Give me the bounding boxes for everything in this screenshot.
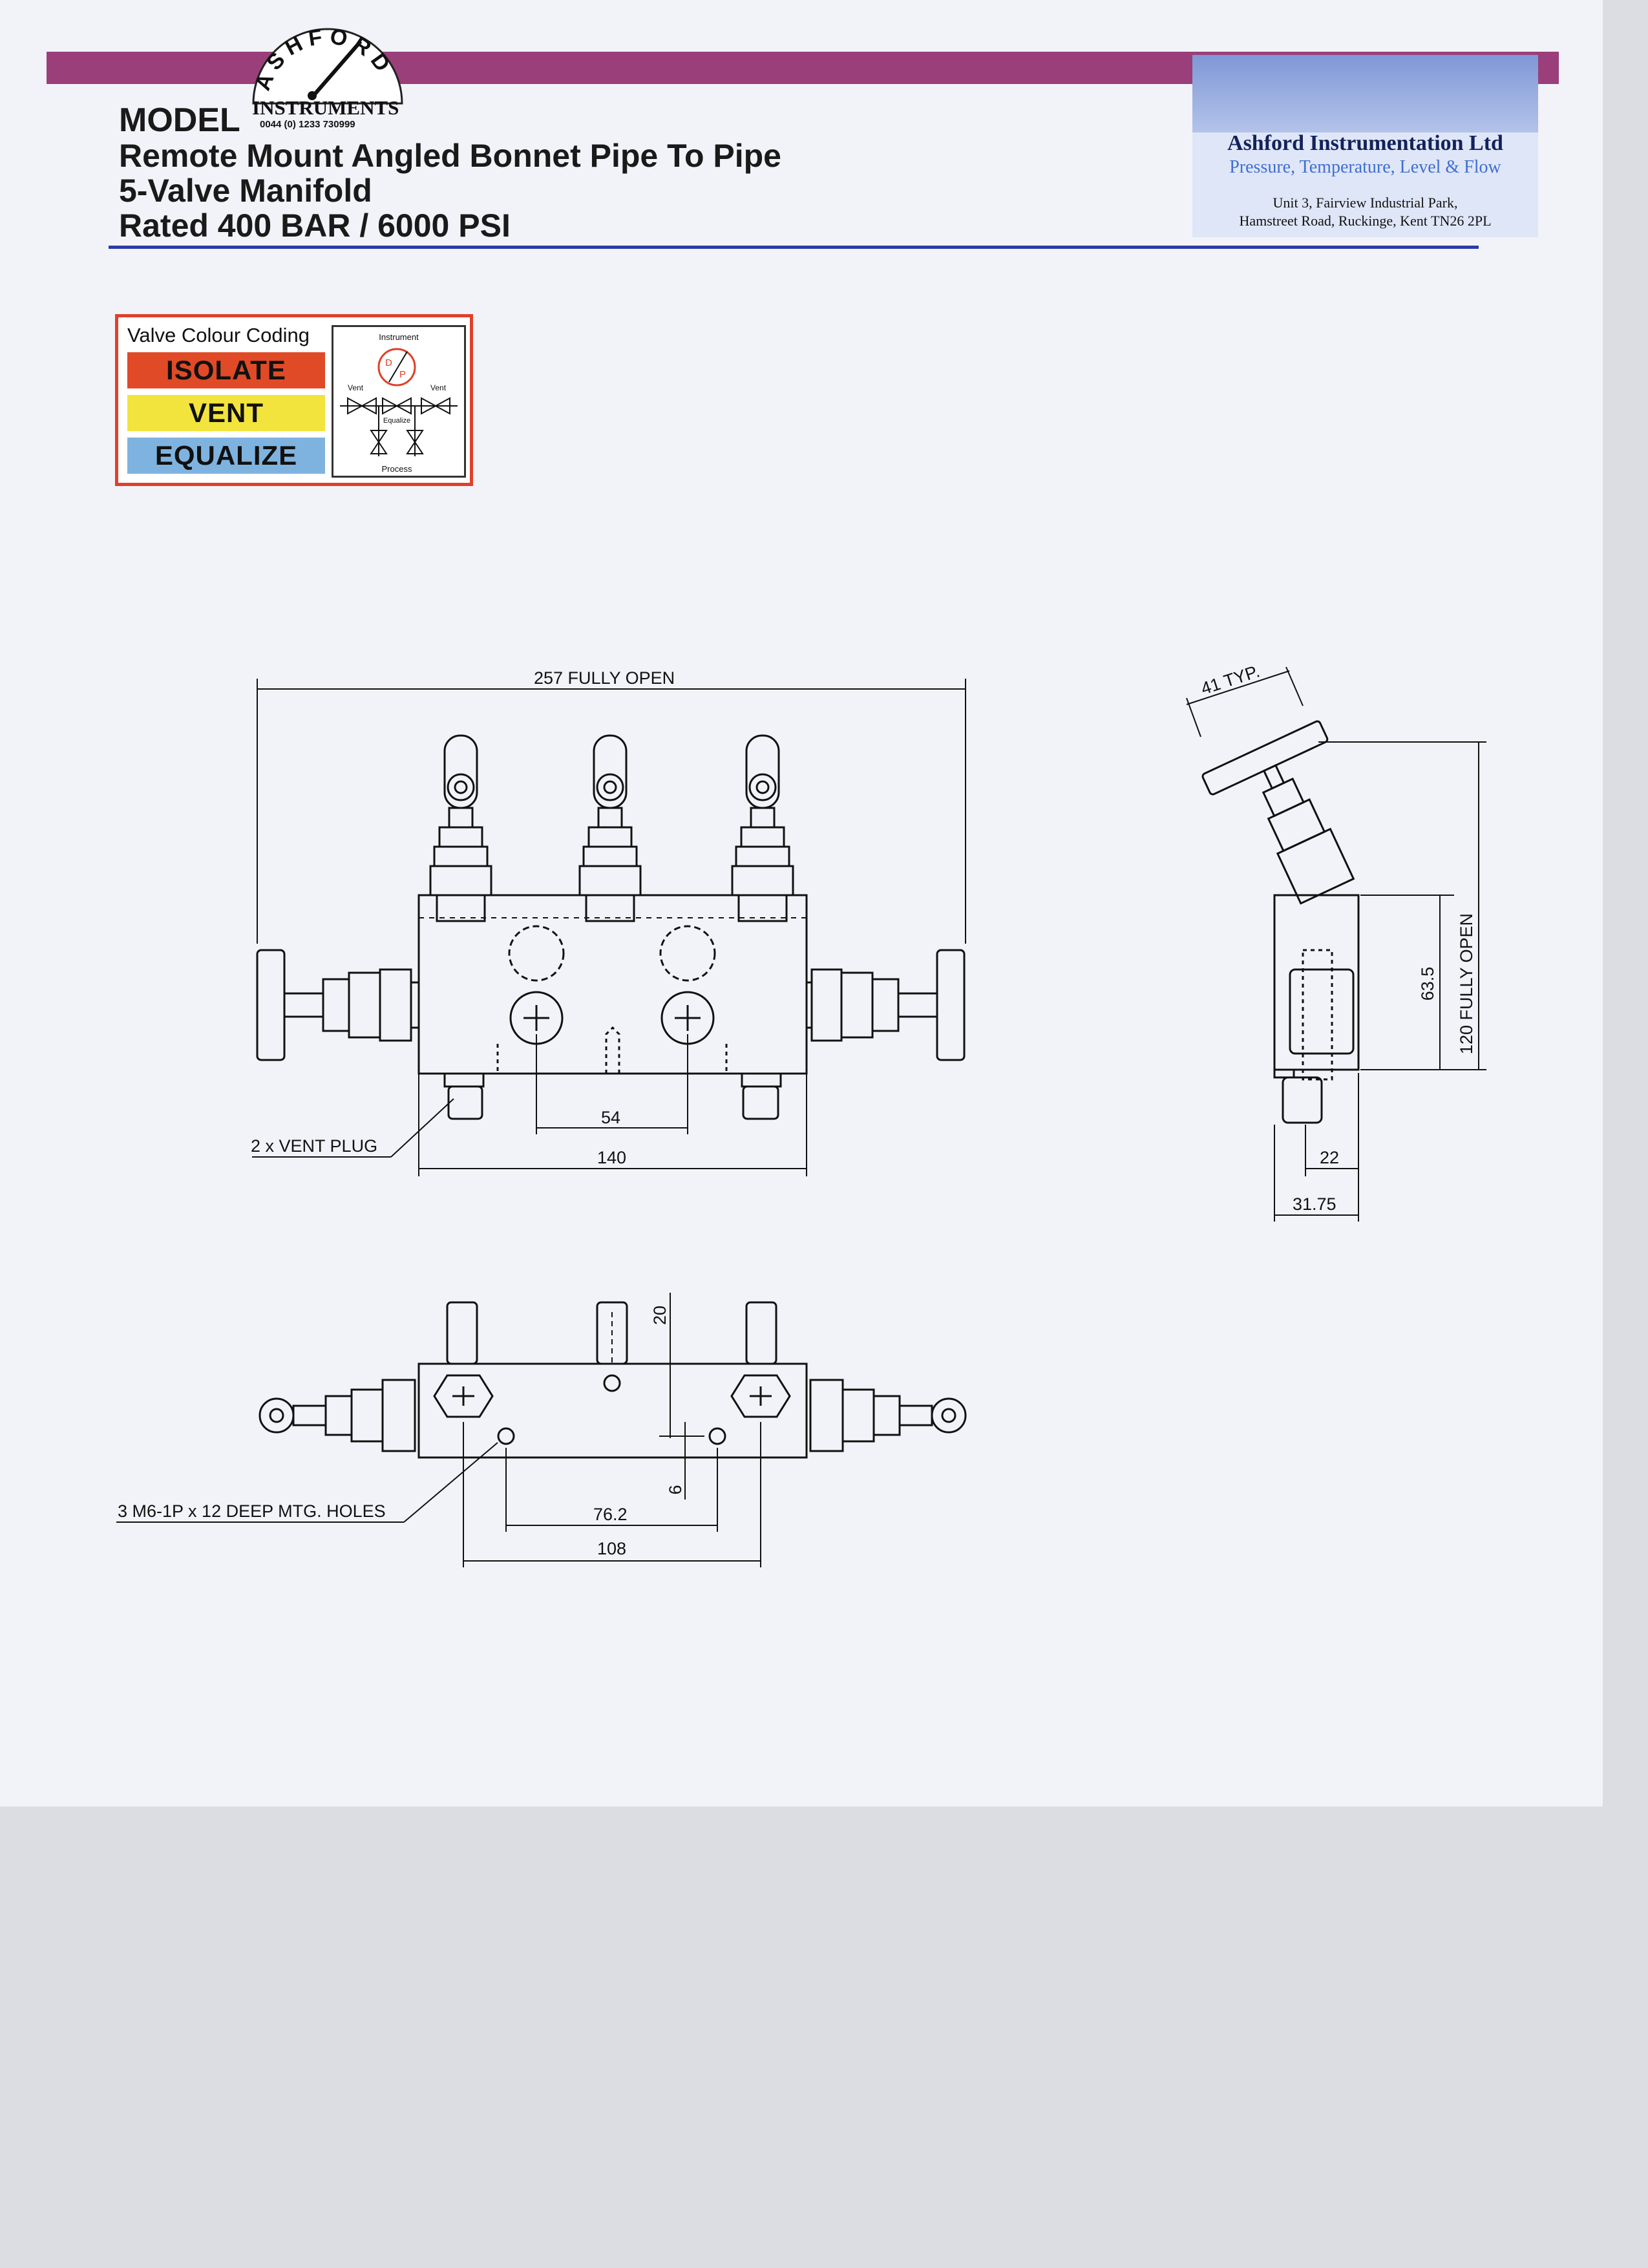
company-name: Ashford Instrumentation Ltd [1227, 131, 1503, 155]
top-valve-2 [578, 734, 642, 922]
left-side-valve [256, 949, 420, 1061]
top-valve-3 [731, 734, 794, 922]
valve-schematic: Instrument D P Vent Vent Equalize Proces… [332, 325, 466, 478]
dim-body-height: 63.5 [1418, 967, 1437, 1001]
side-elevation [1201, 720, 1360, 1124]
dim-plan-762: 76.2 [593, 1505, 628, 1524]
schematic-vent-right: Vent [430, 383, 447, 392]
company-address-2: Hamstreet Road, Ruckinge, Kent TN26 2PL [1239, 213, 1492, 229]
logo-name: INSTRUMENTS [252, 96, 399, 119]
vent-plug-label: 2 x VENT PLUG [251, 1136, 377, 1156]
dim-side-3175: 31.75 [1293, 1194, 1336, 1214]
front-elevation [256, 734, 966, 1120]
dim-ports-spacing: 54 [601, 1108, 620, 1127]
legend-equalize: EQUALIZE [127, 438, 325, 474]
side-dimensions [1186, 666, 1486, 1222]
company-tagline: Pressure, Temperature, Level & Flow [1229, 157, 1501, 177]
legend-vent: VENT [127, 395, 325, 431]
logo-phone: 0044 (0) 1233 730999 [260, 119, 355, 130]
top-valve-1 [429, 734, 492, 922]
title-line-3: Rated 400 BAR / 6000 PSI [119, 207, 511, 244]
right-side-valve [805, 949, 966, 1061]
dim-side-22: 22 [1320, 1148, 1339, 1167]
company-address-1: Unit 3, Fairview Industrial Park, [1273, 195, 1458, 211]
ashford-logo: ASHFORD [250, 24, 403, 105]
schematic-drawing: Instrument D P Vent Vent Equalize Proces… [340, 332, 458, 474]
front-dimensions [252, 679, 966, 1176]
company-box: Ashford Instrumentation Ltd Pressure, Te… [1192, 55, 1538, 237]
plan-view [259, 1301, 967, 1459]
dim-body-width: 140 [597, 1148, 626, 1167]
schematic-equalize: Equalize [383, 417, 410, 425]
schematic-instrument: Instrument [379, 332, 419, 342]
dim-fully-open-width: 257 FULLY OPEN [534, 668, 675, 688]
mounting-holes-label: 3 M6-1P x 12 DEEP MTG. HOLES [118, 1501, 386, 1521]
model-label: MODEL [119, 101, 240, 139]
dim-plan-108: 108 [597, 1539, 626, 1558]
dim-plan-20: 20 [650, 1306, 670, 1325]
title-line-2: 5-Valve Manifold [119, 173, 372, 209]
schematic-process: Process [382, 464, 412, 474]
dim-plan-6: 6 [666, 1485, 685, 1494]
legend-title: Valve Colour Coding [127, 324, 310, 346]
schematic-vent-left: Vent [348, 383, 364, 392]
legend-isolate: ISOLATE [127, 352, 325, 388]
title-line-1: Remote Mount Angled Bonnet Pipe To Pipe [119, 138, 781, 174]
valve-colour-legend: Valve Colour Coding ISOLATE VENT EQUALIZ… [115, 314, 473, 486]
dim-typ: 41 TYP. [1199, 661, 1262, 698]
schematic-dp-d: D [385, 357, 392, 368]
dim-fully-open-height: 120 FULLY OPEN [1457, 913, 1476, 1054]
header-rule [109, 246, 1479, 249]
company-banner [1192, 55, 1538, 132]
schematic-dp-p: P [399, 369, 406, 380]
plan-dimensions [116, 1293, 761, 1567]
